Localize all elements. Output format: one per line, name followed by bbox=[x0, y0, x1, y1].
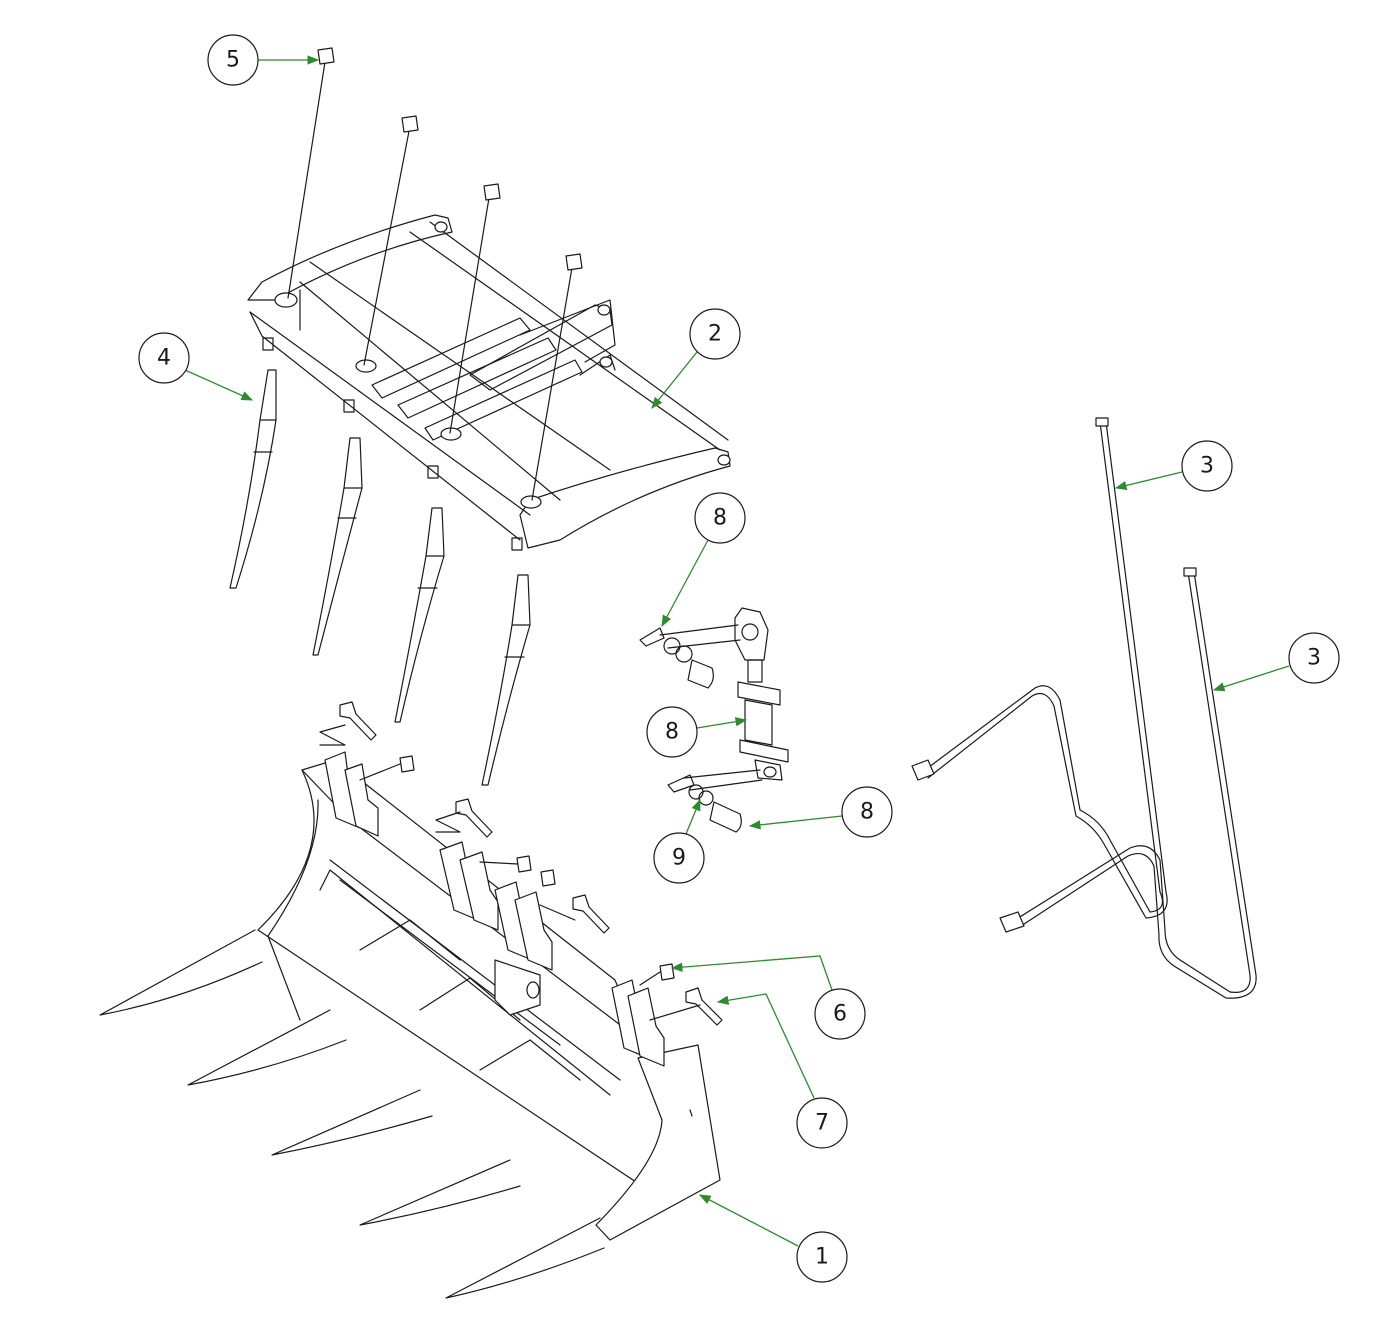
callout-label: 3 bbox=[1307, 646, 1321, 671]
callout-balloon: 3 bbox=[1114, 440, 1233, 492]
callout-leader bbox=[1114, 471, 1183, 491]
callout-label: 4 bbox=[157, 346, 171, 371]
upper-grapple-frame bbox=[247, 214, 731, 551]
callout-balloon: 8 bbox=[661, 492, 746, 628]
callout-label: 3 bbox=[1200, 454, 1214, 479]
callout-layer: 5 4 2 3 3 8 8 bbox=[138, 34, 1340, 1283]
callout-leader bbox=[748, 815, 843, 830]
bolts-and-nuts bbox=[319, 701, 723, 1026]
callout-balloon: 8 bbox=[646, 706, 748, 758]
callout-label: 8 bbox=[713, 506, 727, 531]
tine-caps bbox=[287, 47, 583, 501]
callout-label: 8 bbox=[860, 800, 874, 825]
lower-manure-fork bbox=[99, 751, 721, 1299]
callout-balloon: 8 bbox=[748, 786, 893, 838]
callout-leader bbox=[661, 539, 709, 628]
callout-balloon: 5 bbox=[207, 34, 320, 86]
callout-label: 6 bbox=[833, 1002, 847, 1027]
callout-leader bbox=[685, 798, 701, 835]
callout-leader bbox=[698, 1194, 799, 1247]
hydraulic-hoses bbox=[911, 417, 1257, 999]
callout-balloon: 2 bbox=[651, 308, 741, 409]
callout-label: 2 bbox=[708, 322, 722, 347]
callout-balloon: 6 bbox=[670, 955, 866, 1040]
callout-label: 8 bbox=[665, 720, 679, 745]
callout-leader bbox=[716, 993, 815, 1099]
callout-leader bbox=[1212, 665, 1290, 692]
callout-label: 7 bbox=[815, 1111, 829, 1136]
callout-leader bbox=[184, 369, 254, 401]
hydraulic-cylinder bbox=[639, 607, 789, 833]
callout-balloon: 3 bbox=[1212, 632, 1340, 692]
callout-leader bbox=[696, 717, 748, 729]
callout-balloon: 9 bbox=[653, 798, 705, 884]
upper-tines bbox=[229, 369, 531, 786]
callout-balloon: 4 bbox=[138, 332, 254, 401]
callout-balloon: 7 bbox=[716, 993, 848, 1149]
callout-leader bbox=[670, 955, 833, 991]
callout-label: 5 bbox=[226, 48, 240, 73]
callout-balloon: 1 bbox=[698, 1194, 848, 1283]
callout-label: 1 bbox=[815, 1245, 829, 1270]
callout-label: 9 bbox=[672, 846, 686, 871]
callout-leader bbox=[651, 351, 698, 409]
